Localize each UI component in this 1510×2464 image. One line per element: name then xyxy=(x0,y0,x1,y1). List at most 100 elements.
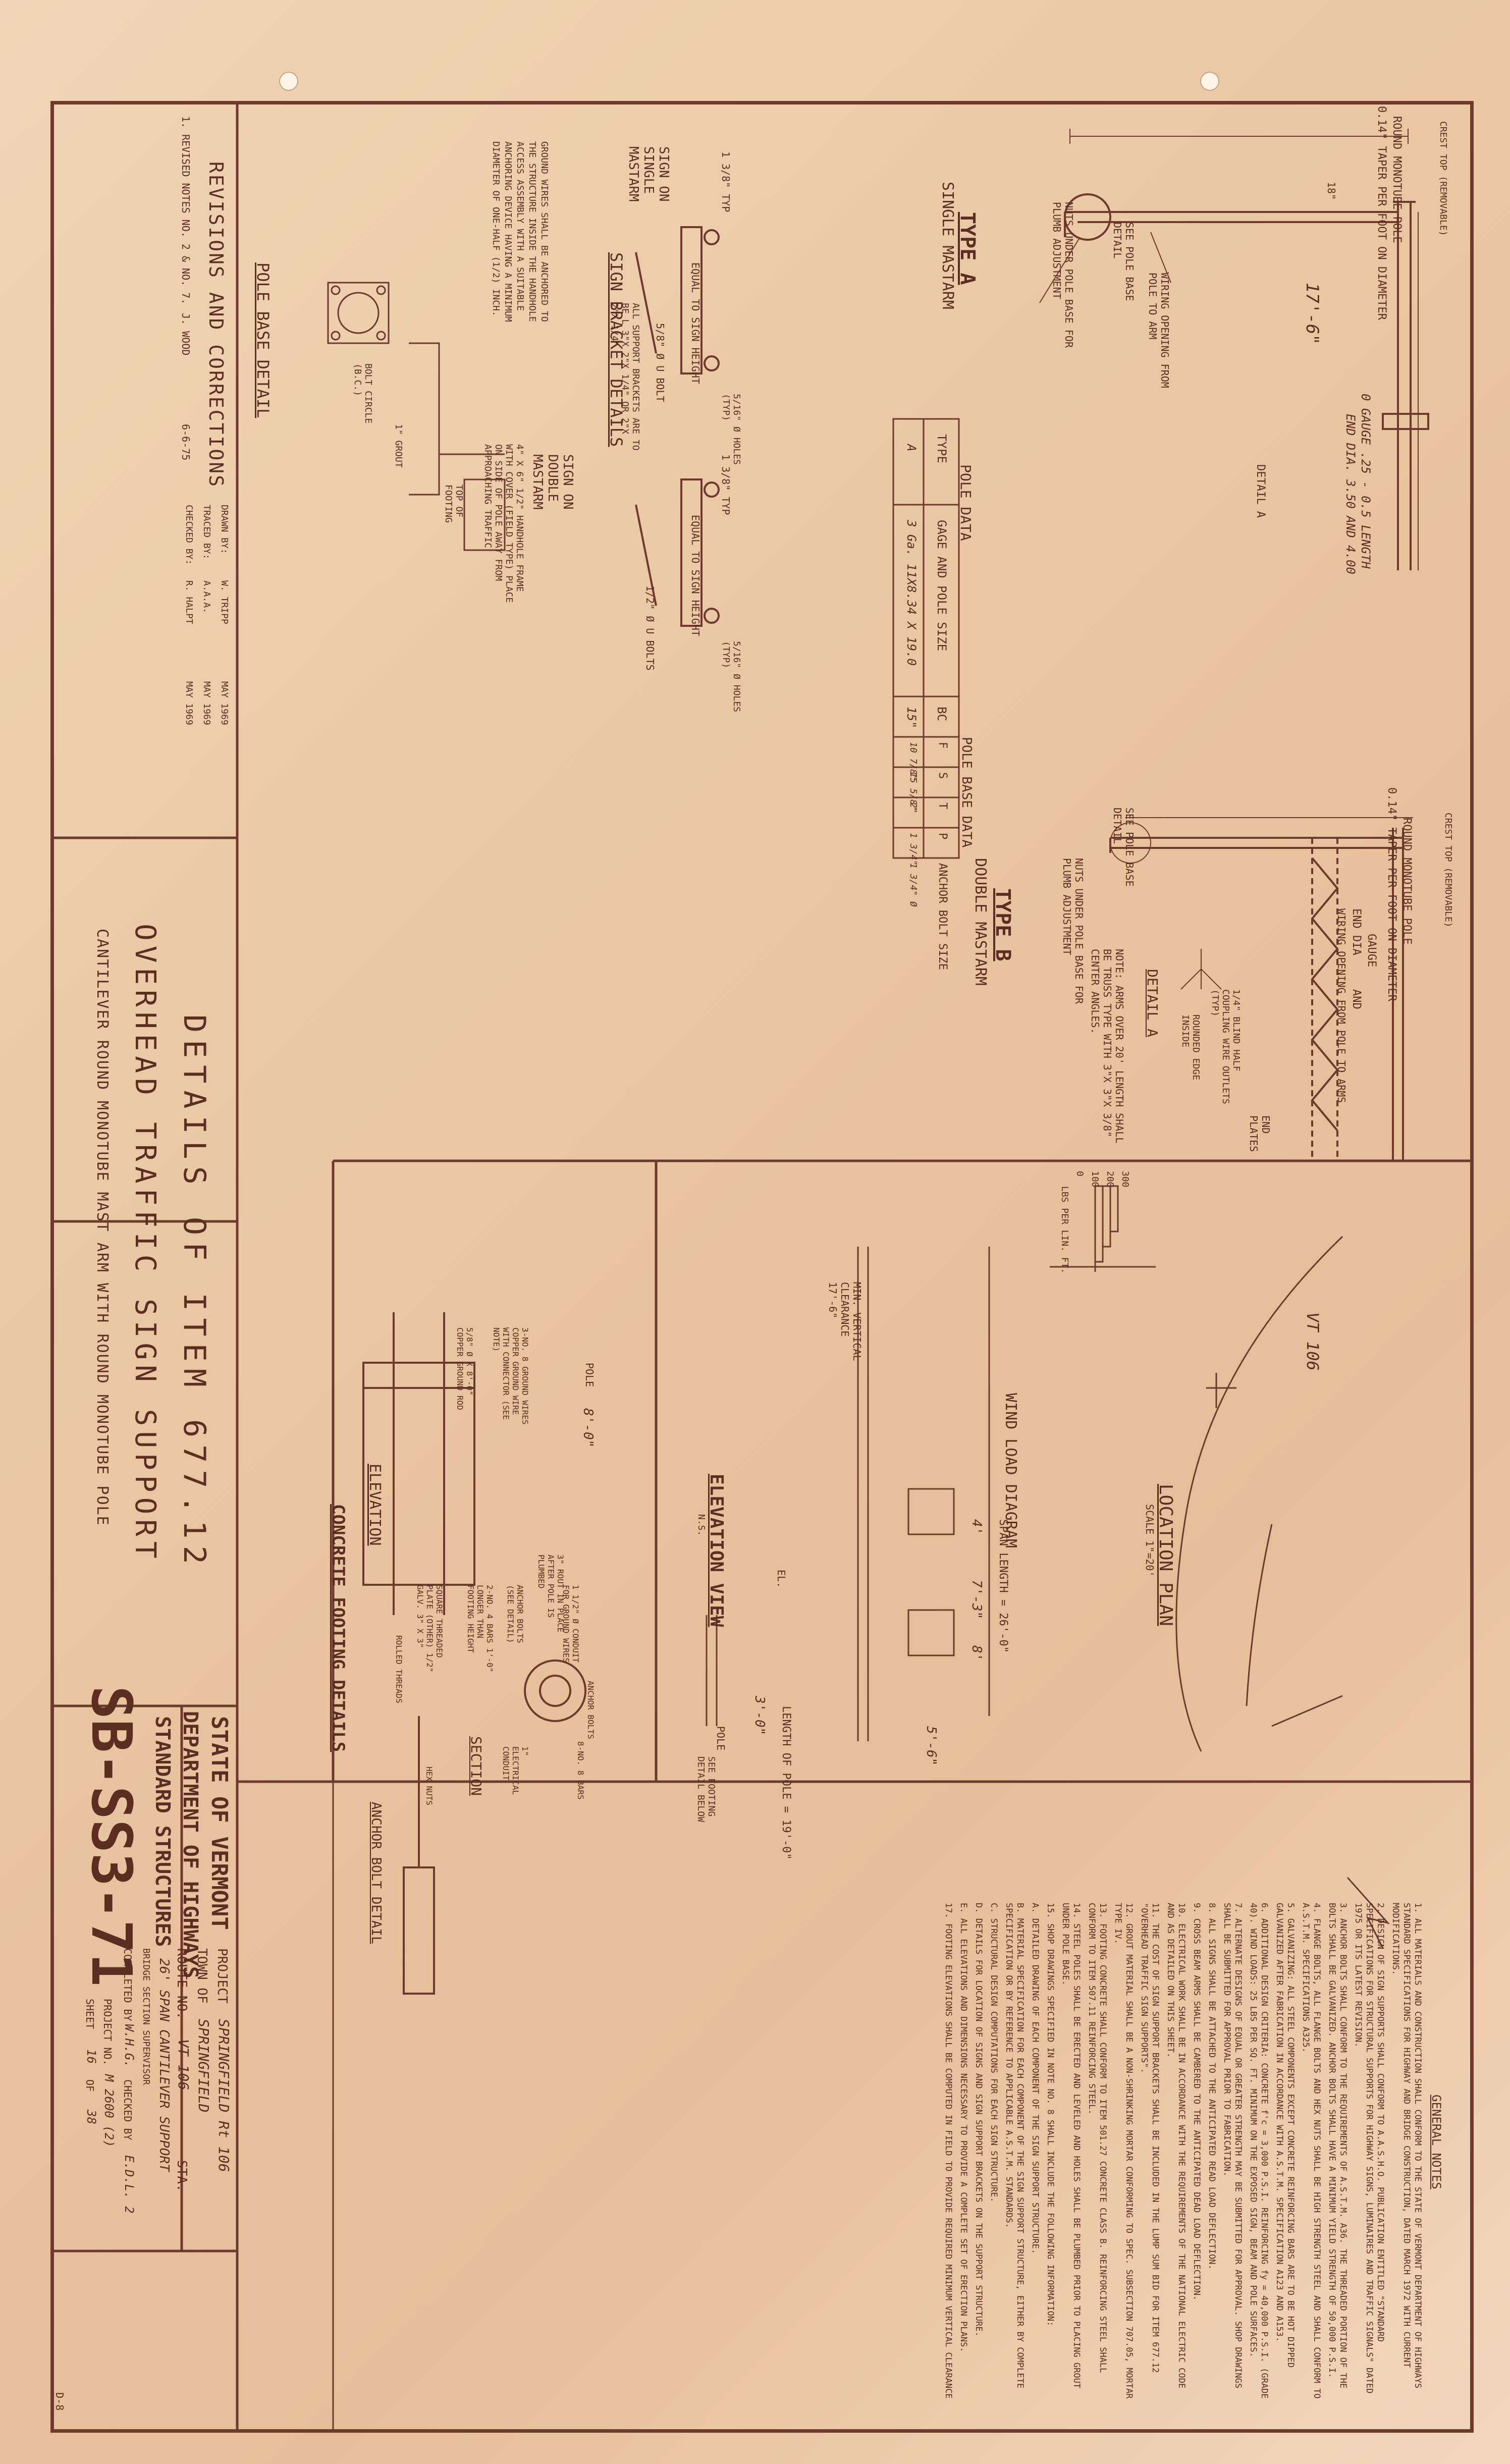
bracket-typ-a: 1 3/8" TYP xyxy=(720,151,732,212)
base-h1: S xyxy=(936,772,949,779)
pb-completed-value: W.H.G. xyxy=(122,2024,136,2068)
tb-drawn-by: W. TRIPP xyxy=(219,580,230,624)
tb-revisions-initials: J. WOOD xyxy=(180,313,192,356)
tb-traced-date: MAY 1969 xyxy=(201,681,212,725)
pb-town-value: SPRINGFIELD xyxy=(195,2019,212,2113)
pb-checked-value: E.D.L. 2 xyxy=(122,2155,136,2214)
footing-note-11: 8-NO. 8 BARS xyxy=(576,1741,585,1800)
base-h4: ANCHOR BOLT SIZE xyxy=(936,863,949,970)
footing-elevation: ELEVATION xyxy=(366,1464,384,1546)
type-a-enddia-text: END DIA. 3.50 AND 4.00 xyxy=(1343,414,1358,574)
bracket-holes-b: 5/16" Ø HOLES (TYP) xyxy=(721,641,742,712)
tb-agency-3: STANDARD STRUCTURES xyxy=(151,1716,174,1947)
pb-total-sheets: 38 xyxy=(84,2110,98,2124)
tb-traced-by: A.A.A. xyxy=(201,580,212,614)
pb-completed-label: COMPLETED BY xyxy=(122,1948,134,2021)
general-note-item: A. DETAILED DRAWING OF EACH COMPONENT OF… xyxy=(1030,1903,1040,2254)
general-note-item: 9. CROSS BEAM ARMS SHALL BE CAMBERED TO … xyxy=(1192,1903,1202,2301)
type-a-nuts: NUTS UNDER POLE BASE FOR PLUMB ADJUSTMEN… xyxy=(1051,202,1075,348)
pb-route-value: VT 106 xyxy=(175,2039,192,2091)
elevation-dim-d: 3'-0" xyxy=(752,1696,767,1736)
pb-route-label: ROUTE NO. xyxy=(174,1948,189,2019)
type-a-length-text: 17'-6" xyxy=(1302,283,1322,345)
tb-revisions-entry: 1. REVISED NOTES NO. 2 & NO. 7. xyxy=(180,116,192,305)
type-b-nuts: NUTS UNDER POLE BASE FOR PLUMB ADJUSTMEN… xyxy=(1061,858,1085,1004)
pole-base-bolt-circle: BOLT CIRCLE (B.C.) xyxy=(352,363,373,424)
type-b-taper-text: 0.14" TAPER PER FOOT ON DIAMETER xyxy=(1385,787,1398,1001)
tb-checked-by: R. HALPT xyxy=(184,580,194,624)
pole-base-grout: 1" GROUT xyxy=(393,424,404,468)
pb-town-label: TOWN OF xyxy=(194,1948,209,2004)
general-note-item: 17. FOOTING ELEVATIONS SHALL BE COMPUTED… xyxy=(943,1903,953,2399)
base-r2: 2" xyxy=(908,802,919,814)
tb-checked-label: CHECKED BY: xyxy=(184,505,194,565)
tb-revisions-heading: REVISIONS AND CORRECTIONS xyxy=(205,162,227,488)
general-note-item: B. MATERIAL SPECIFICATION FOR EACH COMPO… xyxy=(1004,1903,1025,2389)
tb-traced-label: TRACED BY: xyxy=(201,505,212,560)
general-note-item: 12. GROUT MATERIAL SHALL BE A NON-SHRINK… xyxy=(1113,1903,1134,2399)
pole-data-h2: BC xyxy=(935,707,949,721)
type-b-rounded: ROUNDED EDGE INSIDE xyxy=(1180,1014,1201,1081)
general-note-item: 8. ALL SIGNS SHALL BE ATTACHED TO THE AN… xyxy=(1207,1903,1217,2270)
tb-heading-2: OVERHEAD TRAFFIC SIGN SUPPORT xyxy=(129,924,161,1564)
pb-project-label: PROJECT xyxy=(214,1948,230,2004)
location-plan-title: LOCATION PLAN xyxy=(1155,1484,1176,1626)
location-plan-scale: SCALE 1"=20' xyxy=(1144,1504,1156,1577)
footing-note-5: 1 1/2" Ø CONDUIT FOR GROUND WIRES xyxy=(561,1585,580,1663)
type-b-end-plates: END PLATES xyxy=(1248,1115,1272,1152)
general-note-item: 11. THE COST OF SIGN SUPPORT BRACKETS SH… xyxy=(1139,1903,1160,2373)
general-note-item: 14. STEEL POLES SHALL BE ERECTED AND LEV… xyxy=(1060,1903,1082,2389)
pb-checked-label: CHECKED BY xyxy=(122,2079,134,2140)
tb-agency-1: STATE OF VERMONT xyxy=(206,1716,232,1930)
pole-data-h1: GAGE AND POLE SIZE xyxy=(935,520,949,652)
wind-axis: LBS PER LIN. FT. xyxy=(1059,1186,1070,1274)
type-b-gauge: GAUGE xyxy=(1365,934,1378,968)
type-a-detail-a: DETAIL A xyxy=(1254,464,1267,518)
general-note-item: 15. SHOP DRAWINGS SPECIFIED IN NOTE NO. … xyxy=(1045,1903,1055,2327)
general-note-item: 7. ALTERNATE DESIGNS OF EQUAL OR GREATER… xyxy=(1222,1903,1243,2389)
pole-base-top-footing: TOP OF FOOTING xyxy=(443,485,464,523)
type-b-subtitle: DOUBLE MASTARM xyxy=(972,858,989,986)
tb-drawn-label: DRAWN BY: xyxy=(219,505,230,554)
footing-dim-top: 8'-0" xyxy=(580,1408,596,1448)
tb-checked-date: MAY 1969 xyxy=(184,681,194,725)
pole-base-data-title: POLE BASE DATA xyxy=(959,737,974,848)
general-note-item: 10. ELECTRICAL WORK SHALL BE IN ACCORDAN… xyxy=(1165,1903,1187,2389)
footing-note-9: 1" ELECTRICAL CONDUIT xyxy=(501,1746,530,1795)
general-note-item: 3. ANCHOR BOLTS SHALL CONFORM TO THE REQ… xyxy=(1327,1903,1348,2389)
footing-note-10: ANCHOR BOLTS xyxy=(586,1681,596,1739)
pb-project-no-label: PROJECT NO. xyxy=(101,1999,114,2066)
pole-data-r1: 3 Ga. 11X8.34 X 19.0 xyxy=(904,520,919,666)
bracket-ubolts: 1/2" Ø U BOLTS xyxy=(644,585,656,671)
footing-note-6: SQUARE THREADED PLATE (OTHER) 1/2" GALV.… xyxy=(415,1585,444,1673)
elevation-dim-c: 8' xyxy=(969,1645,984,1662)
bracket-ubolt: 5/8" Ø U BOLT xyxy=(654,323,666,402)
elevation-dim-b: 7'-3" xyxy=(969,1580,984,1620)
type-a-subtitle: SINGLE MASTARM xyxy=(939,182,956,309)
elevation-dim-a: 4' xyxy=(969,1519,984,1535)
footing-title: CONCRETE FOOTING DETAILS xyxy=(328,1504,348,1752)
tb-heading-3: CANTILEVER ROUND MONOTUBE MAST ARM WITH … xyxy=(93,929,111,1526)
general-note-item: 1. ALL MATERIALS AND CONSTRUCTION SHALL … xyxy=(1390,1903,1423,2389)
pole-data-r0: A xyxy=(904,444,919,452)
general-note-item: E. ALL ELEVATIONS AND DIMENSIONS NECESSA… xyxy=(958,1903,968,2352)
pole-data-title: POLE DATA xyxy=(957,464,974,541)
type-b-and: AND xyxy=(1350,989,1363,1009)
elevation-pole: POLE xyxy=(715,1726,727,1751)
footing-note-8: HEX NUTS xyxy=(424,1766,434,1806)
type-b-detail-a: DETAIL A xyxy=(1144,969,1161,1037)
footing-note-1: 3-NO. 8 GROUND WIRES COPPER GROUND WIRE … xyxy=(492,1327,530,1425)
pole-base-ground-note: GROUND WIRES SHALL BE ANCHORED TO THE ST… xyxy=(491,141,550,322)
elevation-title: ELEVATION VIEW xyxy=(706,1474,727,1627)
footing-note-4: 2-NO. 4 BARS 1'-0" LONGER THAN FOOTING H… xyxy=(466,1585,495,1673)
pb-project-no-value: M 2600 (2) xyxy=(102,2074,116,2148)
elevation-el: EL. xyxy=(775,1570,787,1588)
bracket-support: ALL SUPPORT BRACKETS ARE TO BE L 3"X 2"X… xyxy=(609,303,641,451)
general-notes-title: GENERAL NOTES xyxy=(1429,2095,1443,2189)
footing-note-7: ROLLED THREADS xyxy=(394,1635,404,1703)
general-note-item: 6. ADDITIONAL DESIGN CRITERIA: CONCRETE … xyxy=(1248,1903,1269,2399)
base-r3: 1 3/4" xyxy=(908,833,919,866)
